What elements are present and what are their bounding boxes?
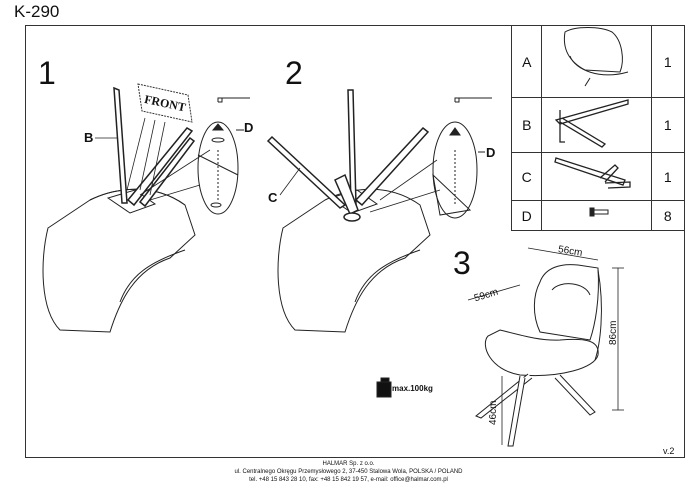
max-load-label: max.100kg [392, 384, 433, 393]
footer-contact: tel. +48 15 843 28 10, fax: +48 15 842 1… [249, 477, 448, 483]
step-number-3: 3 [453, 245, 471, 281]
step-number-1: 1 [38, 55, 56, 91]
part-picture [541, 97, 652, 153]
callout-c: C [268, 190, 278, 205]
part-qty: 1 [650, 97, 686, 153]
step1-leader-lines [95, 117, 211, 201]
part-picture [541, 200, 652, 231]
step2-frames-drawing [266, 89, 430, 222]
part-picture [541, 152, 652, 201]
dimension-lines [467, 247, 624, 445]
callout-d-step1: D [244, 120, 254, 135]
part-letter: D [510, 200, 543, 231]
assembled-chair-drawing [475, 264, 602, 447]
footer-company: HALMAR Sp. z o.o. [322, 461, 375, 467]
part-qty: 1 [650, 152, 686, 201]
version-label: v.2 [663, 446, 675, 456]
step2-bolt-detail [432, 97, 492, 219]
parts-row: A 1 [510, 25, 686, 98]
footer-address: ul. Centralnego Okręgu Przemysłowego 2, … [234, 469, 463, 475]
step1-seat-drawing [42, 188, 196, 333]
instruction-frame [25, 25, 685, 458]
parts-row: B 1 [510, 97, 686, 153]
part-qty: 1 [650, 25, 686, 98]
callout-d-step2: D [486, 145, 496, 160]
dim-seat-height: 46cm [488, 400, 499, 425]
model-code: K-290 [14, 2, 60, 21]
part-letter: A [510, 25, 543, 98]
company-footer: HALMAR Sp. z o.o. ul. Centralnego Okręgu… [0, 460, 697, 484]
part-letter: B [510, 97, 543, 153]
step-number-2: 2 [285, 55, 303, 91]
step1-frame-b-drawing [113, 86, 196, 208]
part-picture [541, 25, 652, 98]
parts-table: A 1 B 1 C 1 D 8 [510, 25, 686, 231]
weight-icon [376, 377, 392, 398]
parts-row: C 1 [510, 152, 686, 201]
step2-leader-lines [279, 159, 441, 213]
part-letter: C [510, 152, 543, 201]
parts-row: D 8 [510, 200, 686, 231]
step1-bolt-detail [197, 97, 250, 215]
front-tag-shape [137, 83, 193, 123]
part-qty: 8 [650, 200, 686, 231]
dim-height: 86cm [608, 320, 619, 345]
callout-b: B [84, 130, 94, 145]
